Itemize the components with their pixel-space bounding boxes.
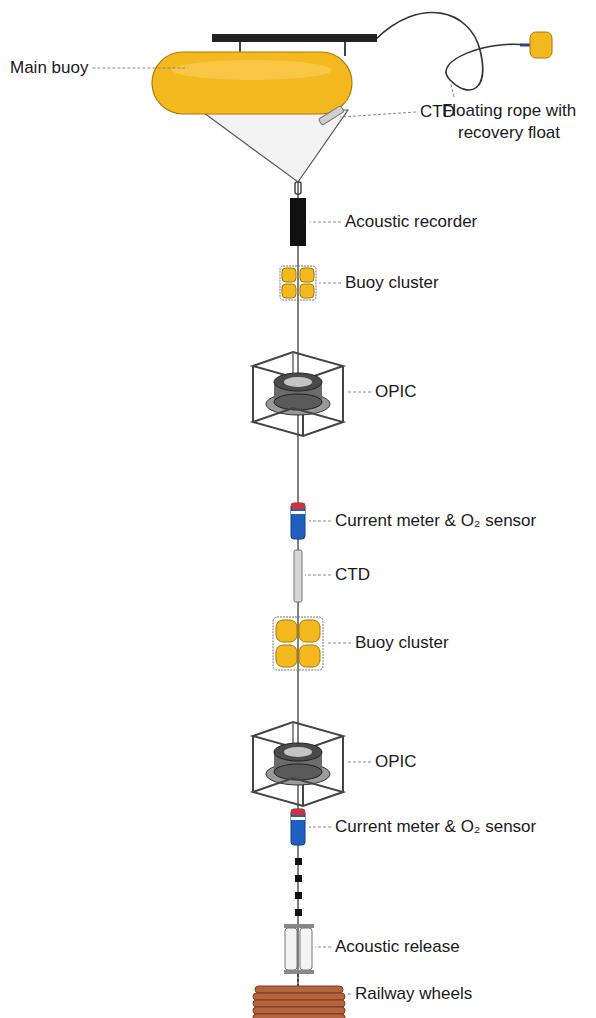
- leader-line: [309, 521, 331, 522]
- leader-line: [305, 575, 331, 576]
- part-label: CTD: [335, 564, 370, 586]
- leader-line: [347, 762, 371, 763]
- leader-line: [319, 283, 341, 284]
- part-label: Acoustic recorder: [345, 211, 477, 233]
- leader-line: [315, 947, 331, 948]
- leader-line: [340, 112, 416, 117]
- part-label: Buoy cluster: [355, 632, 449, 654]
- part-label: Main buoy: [10, 57, 88, 79]
- part-label: OPIC: [375, 751, 417, 773]
- leader-line: [451, 84, 454, 97]
- part-label: Acoustic release: [335, 936, 460, 958]
- part-label: Railway wheels: [355, 983, 472, 1005]
- leader-line: [309, 827, 331, 828]
- leader-line: [326, 643, 351, 644]
- leader-line: [92, 68, 188, 69]
- part-label: Current meter & O₂ sensor: [335, 816, 536, 838]
- leader-line: [347, 994, 351, 995]
- part-label: Floating rope with recovery float: [428, 100, 590, 144]
- part-label: OPIC: [375, 381, 417, 403]
- part-label: Buoy cluster: [345, 272, 439, 294]
- leader-line: [310, 222, 341, 223]
- leader-line: [347, 392, 371, 393]
- part-label: Current meter & O₂ sensor: [335, 510, 536, 532]
